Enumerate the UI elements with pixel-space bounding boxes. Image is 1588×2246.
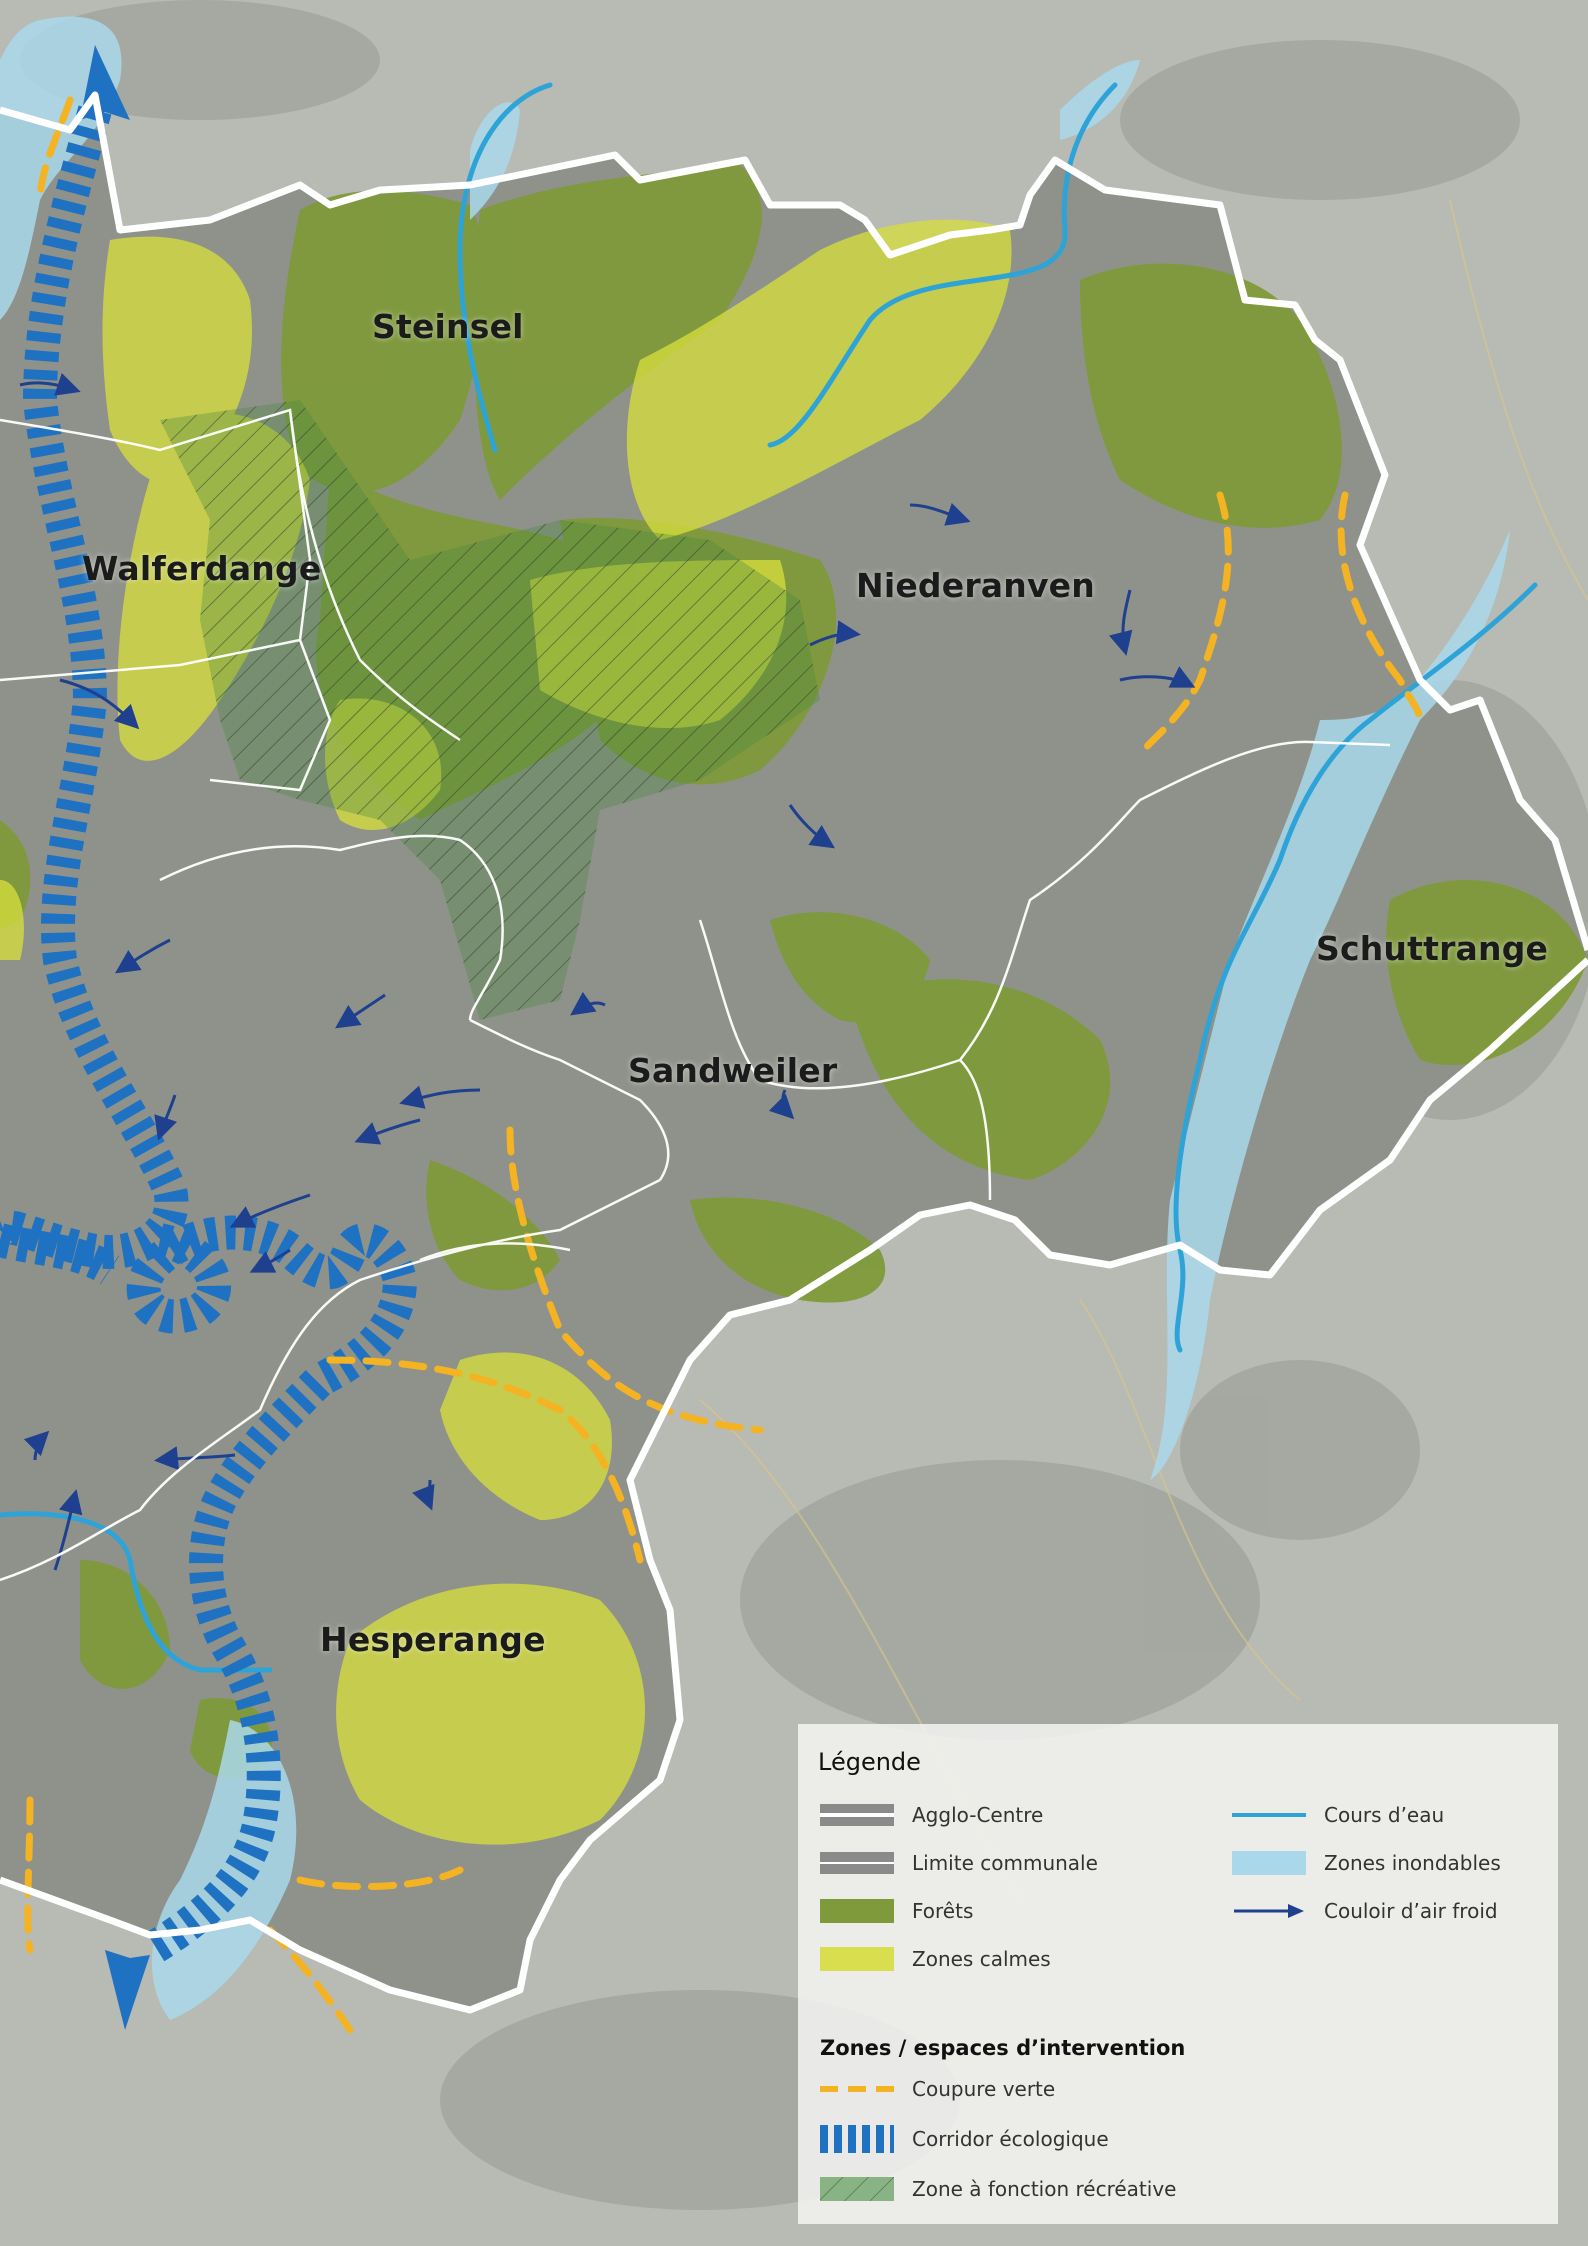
river-swatch xyxy=(1232,1813,1306,1817)
place-label: Steinsel xyxy=(372,307,524,346)
legend-item-limite-communale: Limite communale xyxy=(820,1848,1098,1878)
legend-item-cours-d-eau: Cours d’eau xyxy=(1232,1800,1444,1830)
place-label: Niederanven xyxy=(856,566,1095,605)
legend-label: Zones inondables xyxy=(1324,1851,1501,1875)
place-label: Hesperange xyxy=(320,1620,546,1659)
legend-item-agglo-centre: Agglo-Centre xyxy=(820,1800,1043,1830)
communal-limit-swatch xyxy=(820,1852,894,1874)
legend-label: Couloir d’air froid xyxy=(1324,1899,1498,1923)
legend-label: Agglo-Centre xyxy=(912,1803,1044,1827)
legend-item-coupure-verte: Coupure verte xyxy=(820,2074,1055,2104)
legend-item-zones-calmes: Zones calmes xyxy=(820,1944,1051,1974)
calm-zone-swatch xyxy=(820,1947,894,1971)
legend-item-zones-inondables: Zones inondables xyxy=(1232,1848,1501,1878)
forest-swatch xyxy=(820,1899,894,1923)
place-label: Schuttrange xyxy=(1316,929,1549,968)
ecological-corridor-swatch xyxy=(820,2125,894,2153)
legend-label: Cours d’eau xyxy=(1324,1803,1445,1827)
legend-label: Zones calmes xyxy=(912,1947,1051,1971)
legend-subtitle: Zones / espaces d’intervention xyxy=(820,2036,1186,2060)
place-label: Sandweiler xyxy=(628,1051,838,1090)
legend-item-forets: Forêts xyxy=(820,1896,973,1926)
flood-zone-swatch xyxy=(1232,1851,1306,1875)
legend-label: Corridor écologique xyxy=(912,2127,1109,2151)
legend-item-couloir-air-froid: Couloir d’air froid xyxy=(1232,1896,1498,1926)
agglo-centre-swatch xyxy=(820,1804,894,1826)
legend-title: Légende xyxy=(818,1748,921,1776)
legend-item-zone-recreative: Zone à fonction récréative xyxy=(820,2174,1176,2204)
legend-label: Limite communale xyxy=(912,1851,1098,1875)
place-label: Walferdange xyxy=(82,549,322,588)
legend-label: Forêts xyxy=(912,1899,974,1923)
green-cut-swatch xyxy=(820,2086,894,2092)
legend-item-corridor-ecologique: Corridor écologique xyxy=(820,2124,1109,2154)
arrow-icon xyxy=(1234,1904,1304,1918)
legend-label: Coupure verte xyxy=(912,2077,1056,2101)
legend-label: Zone à fonction récréative xyxy=(912,2177,1177,2201)
map-legend: Légende Agglo-Centre Limite communale Fo… xyxy=(798,1724,1558,2224)
recreational-zone-swatch xyxy=(820,2177,894,2201)
